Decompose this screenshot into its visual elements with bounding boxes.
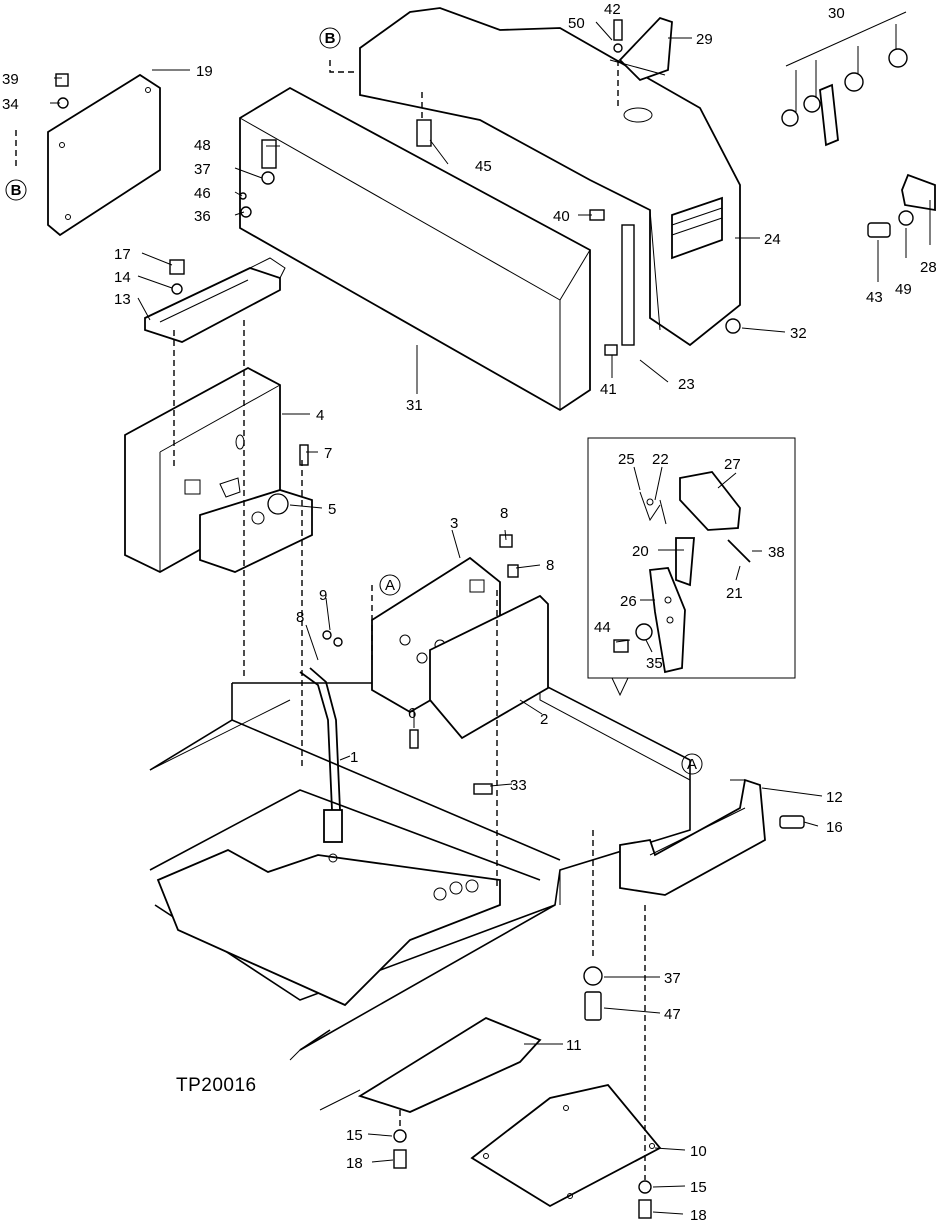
tray-5 — [199, 489, 313, 573]
callout-26: 26 — [620, 593, 637, 610]
callout-12: 12 — [826, 789, 843, 806]
lever-1 — [299, 667, 343, 863]
plate-11 — [357, 1016, 542, 1113]
callout-43: 43 — [866, 289, 883, 306]
callout-45: 45 — [475, 158, 492, 175]
view-marker-a-center: A — [379, 574, 401, 596]
callout-49: 49 — [895, 281, 912, 298]
callout-6: 6 — [408, 705, 416, 722]
callout-19: 19 — [196, 63, 213, 80]
leader-lines — [50, 21, 931, 1215]
callout-36: 36 — [194, 208, 211, 225]
view-marker-a-center-label: A — [385, 577, 395, 594]
side-panel-19 — [47, 73, 161, 237]
fasteners — [55, 19, 805, 1219]
callout-32: 32 — [790, 325, 807, 342]
callout-41: 41 — [600, 381, 617, 398]
foot-bracket-12 — [619, 778, 766, 896]
callout-8-a: 8 — [500, 505, 508, 522]
callout-10: 10 — [690, 1143, 707, 1160]
figure-id: TP20016 — [176, 1075, 257, 1096]
callout-2: 2 — [540, 711, 548, 728]
hardware-group-28 — [867, 173, 936, 238]
callout-18-left: 18 — [346, 1155, 363, 1172]
view-marker-a-right: A — [681, 753, 703, 775]
callout-44: 44 — [594, 619, 611, 636]
view-marker-b-upper: B — [319, 27, 341, 49]
callout-39: 39 — [2, 71, 19, 88]
callout-37-lower: 37 — [664, 970, 681, 987]
callout-47: 47 — [664, 1006, 681, 1023]
callout-24: 24 — [764, 231, 781, 248]
callout-17: 17 — [114, 246, 131, 263]
callout-7: 7 — [324, 445, 332, 462]
callout-3: 3 — [450, 515, 458, 532]
callout-46: 46 — [194, 185, 211, 202]
bracket-plate-13 — [144, 257, 286, 343]
callout-21: 21 — [726, 585, 743, 602]
hood-cover — [239, 86, 591, 412]
view-marker-b-left: B — [5, 179, 27, 201]
callout-4: 4 — [316, 407, 324, 424]
callout-16: 16 — [826, 819, 843, 836]
callout-25: 25 — [618, 451, 635, 468]
callout-22: 22 — [652, 451, 669, 468]
detail-inset — [587, 437, 796, 697]
view-marker-a-right-label: A — [687, 756, 697, 773]
callout-11: 11 — [566, 1037, 582, 1054]
callout-15-left: 15 — [346, 1127, 363, 1144]
callout-8-b: 8 — [546, 557, 554, 574]
callout-29: 29 — [696, 31, 713, 48]
callout-14: 14 — [114, 269, 131, 286]
callout-34: 34 — [2, 96, 19, 113]
callout-37-upper: 37 — [194, 161, 211, 178]
callout-38: 38 — [768, 544, 785, 561]
hardware-group-30 — [781, 11, 908, 147]
callout-40: 40 — [553, 208, 570, 225]
callout-18-right: 18 — [690, 1207, 707, 1222]
callout-48: 48 — [194, 137, 211, 154]
callout-33: 33 — [510, 777, 527, 794]
callout-5: 5 — [328, 501, 336, 518]
callout-27: 27 — [724, 456, 741, 473]
floor-plate — [156, 848, 501, 1007]
callout-42: 42 — [604, 1, 621, 18]
callout-15-right: 15 — [690, 1179, 707, 1196]
explosion-lines — [15, 60, 646, 1180]
callout-1: 1 — [350, 749, 358, 766]
callout-13: 13 — [114, 291, 131, 308]
callout-23: 23 — [678, 376, 695, 393]
view-marker-b-upper-label: B — [325, 30, 336, 47]
plate-10 — [470, 1084, 662, 1208]
callout-9: 9 — [319, 587, 327, 604]
callout-35: 35 — [646, 655, 663, 672]
view-marker-b-left-label: B — [11, 182, 22, 199]
callout-8-c: 8 — [296, 609, 304, 626]
callout-31: 31 — [406, 397, 423, 414]
callout-50: 50 — [568, 15, 585, 32]
control-box-2 — [429, 594, 549, 740]
callout-30: 30 — [828, 5, 845, 22]
callout-28: 28 — [920, 259, 937, 276]
handle-29 — [609, 16, 673, 82]
rear-panel — [359, 7, 741, 347]
callout-20: 20 — [632, 543, 649, 560]
